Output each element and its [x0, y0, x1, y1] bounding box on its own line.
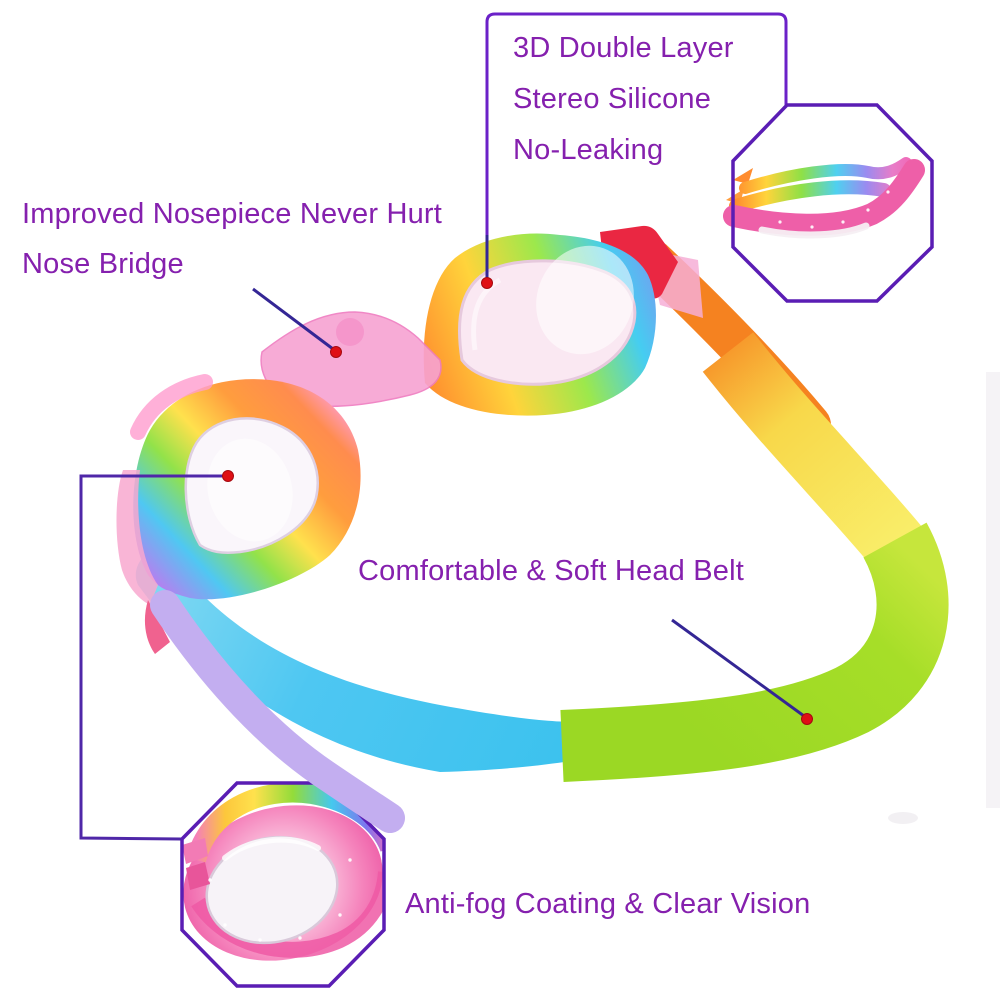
- main-goggles: [116, 225, 1000, 833]
- side-view-pink-frame: [723, 159, 925, 236]
- marker-dot-nosepiece: [330, 346, 342, 358]
- side-view-strap-band: [729, 180, 891, 213]
- label-nosepiece-line1: Improved Nosepiece Never Hurt: [22, 198, 443, 230]
- strap-green-segment: [560, 522, 949, 782]
- left-goggle-pink-clip: [116, 470, 158, 605]
- marker-dot-head-belt: [801, 713, 813, 725]
- nose-bridge-shading: [336, 318, 364, 346]
- strap-yellow-segment: [702, 332, 923, 569]
- label-anti-fog: Anti-fog Coating & Clear Vision: [405, 888, 811, 920]
- right-lens-highlight: [536, 245, 634, 355]
- inset-lens-closeup: [182, 783, 384, 961]
- shadow-smudge: [888, 812, 918, 824]
- pointer-line-head-belt: [671, 618, 805, 718]
- side-view-sparkles: [778, 190, 890, 229]
- closeup-clip: [186, 862, 210, 890]
- closeup-clip: [182, 838, 208, 864]
- callout-pointers: [79, 235, 813, 841]
- side-view-tip: [733, 168, 753, 184]
- marker-dot-lens: [222, 470, 234, 482]
- inset-side-view: [723, 157, 925, 239]
- elbow-line-lens: [79, 474, 228, 841]
- left-lens-highlight: [207, 438, 293, 542]
- left-frame-pink-accent: [130, 374, 213, 440]
- right-lens-inner-rim: [471, 277, 502, 351]
- label-head-belt: Comfortable & Soft Head Belt: [358, 555, 745, 587]
- right-goggle-red-clip: [600, 225, 678, 299]
- octagon-top-right: [731, 103, 934, 303]
- side-view-lens-sliver: [758, 222, 870, 239]
- pointer-line-nosepiece: [252, 287, 334, 351]
- marker-dot-double-layer: [481, 277, 493, 289]
- callout-box-outline: [485, 12, 788, 278]
- strap-blue-band: [135, 545, 578, 772]
- label-double-layer-line1: 3D Double Layer: [513, 32, 734, 64]
- side-view-strap-band: [739, 157, 912, 194]
- closeup-lens-highlight: [222, 836, 321, 861]
- label-double-layer-line2: Stereo Silicone: [513, 83, 712, 115]
- strap-lavender-end: [150, 590, 405, 833]
- closeup-sparkles: [208, 858, 352, 942]
- edge-smudge: [986, 372, 1000, 808]
- label-double-layer-line3: No-Leaking: [513, 134, 664, 166]
- left-goggle-clip-tab: [144, 600, 170, 654]
- label-nosepiece-line2: Nose Bridge: [22, 248, 184, 280]
